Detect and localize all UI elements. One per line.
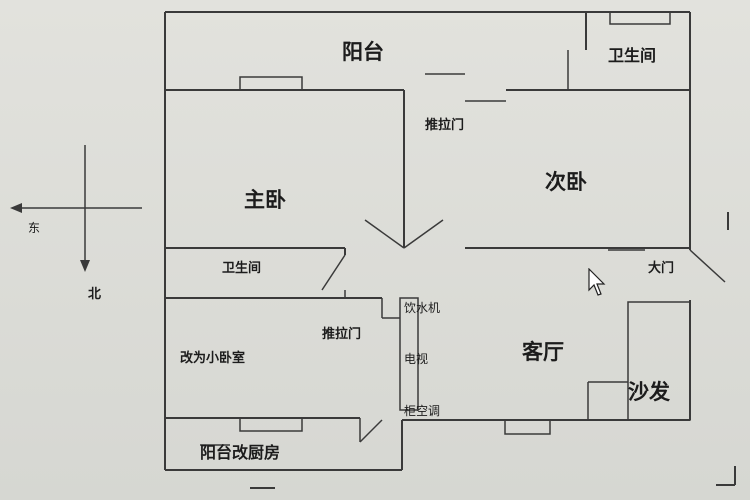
compass-east-label: 东 (28, 221, 41, 235)
master-bedroom-walls (165, 90, 444, 249)
room-balcony: 阳台 (342, 40, 384, 64)
compass-arrows (10, 145, 142, 272)
compass-north-label: 北 (88, 287, 102, 302)
room-second-bedroom: 次卧 (545, 170, 587, 194)
mouse-cursor-icon (588, 268, 606, 296)
bathroom-top-walls (567, 11, 671, 90)
label-sofa: 沙发 (628, 380, 670, 404)
living-table (504, 419, 551, 435)
tv-cabinet (382, 297, 419, 411)
label-ac: 柜空调 (404, 404, 441, 418)
bathroom-left-walls (165, 248, 382, 299)
label-tv: 电视 (404, 352, 429, 366)
label-water-dispenser: 饮水机 (404, 301, 441, 315)
room-living-room: 客厅 (522, 340, 564, 364)
label-sliding-door-mid: 推拉门 (322, 327, 362, 342)
small-bedroom-walls (165, 298, 383, 446)
label-sliding-door-top: 推拉门 (425, 118, 465, 133)
balcony-walls (165, 73, 690, 102)
label-main-door: 大门 (648, 261, 675, 276)
second-bedroom-walls (465, 247, 690, 251)
room-kitchen: 阳台改厨房 (200, 443, 281, 462)
screen-corners (250, 212, 736, 489)
room-small-bedroom: 改为小卧室 (180, 351, 246, 366)
room-bathroom-left: 卫生间 (222, 261, 262, 276)
room-bathroom-top: 卫生间 (608, 46, 657, 65)
sofa-outline (587, 301, 691, 421)
room-master-bedroom: 主卧 (244, 188, 286, 212)
